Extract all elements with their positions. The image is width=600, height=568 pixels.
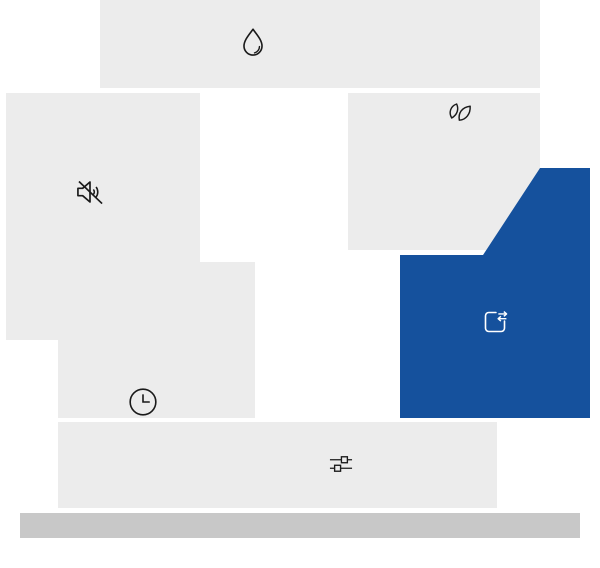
tile-clock[interactable]: [58, 262, 255, 418]
leaves-icon: [440, 95, 476, 131]
remote-transfer-icon: [476, 303, 514, 341]
volume-muted-icon: [69, 171, 111, 213]
bottom-bar: [20, 513, 580, 538]
sliders-icon: [324, 447, 358, 481]
clock-icon: [124, 383, 162, 421]
tile-settings[interactable]: [58, 422, 497, 508]
tile-water-drop[interactable]: [100, 0, 540, 88]
water-drop-icon: [234, 24, 272, 62]
